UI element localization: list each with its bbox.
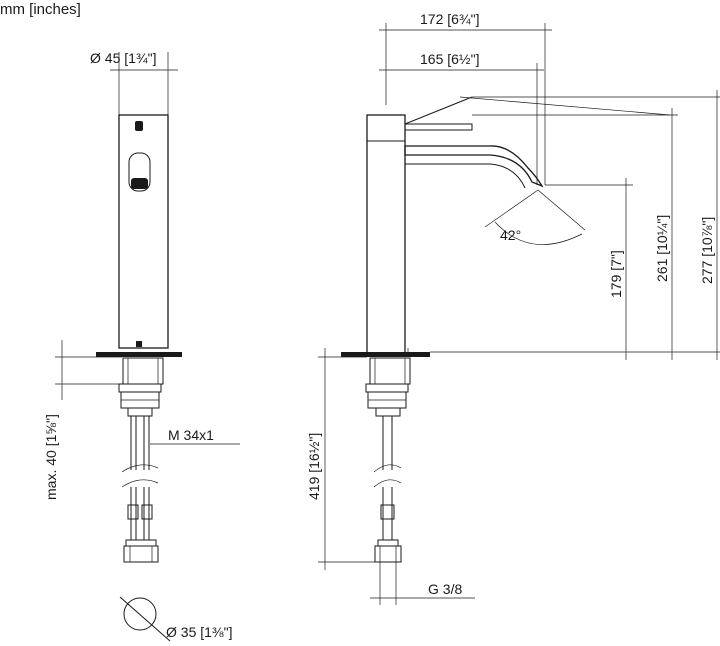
dim-height-outlet: 179 [7"] [430,178,720,360]
dim-spout-angle: 42° [484,189,586,245]
spout-angle-label: 42° [500,227,521,243]
hoses-front [121,416,159,563]
units-label: mm [inches] [0,1,81,18]
reach-total-label: 172 [6¾"] [420,11,479,27]
side-view: 172 [6¾"] 165 [6½"] 42° [306,11,720,605]
dim-thread: M 34x1 [150,427,240,445]
dim-height-spout-top: 261 [10¼"] [472,108,678,360]
front-diameter-label: Ø 45 [1¾"] [90,50,156,66]
hole-diameter-label: Ø 35 [1⅜"] [166,624,232,640]
height-spout-top-label: 261 [10¼"] [654,215,670,282]
base-plate-side [341,352,430,357]
lever-handle [404,96,671,131]
dim-hose-length: 419 [16½"] [306,348,375,570]
dim-front-diameter: Ø 45 [1¾"] [90,50,178,115]
mounting-depth-label: max. 40 [1⅝"] [43,414,59,500]
dim-height-lever: 277 [10⅞"] [472,90,720,360]
front-view: Ø 45 [1¾"] [43,50,240,642]
height-lever-label: 277 [10⅞"] [699,217,715,284]
base-plate-front [96,352,182,357]
mounting-assembly-front [118,357,164,417]
reach-spout-label: 165 [6½"] [420,51,479,67]
dim-reach-spout: 165 [6½"] [379,51,544,185]
mounting-hole: Ø 35 [1⅜"] [119,596,232,642]
spout [404,145,544,188]
height-outlet-label: 179 [7"] [608,250,624,298]
faucet-body-front [118,114,169,349]
dim-connection: G 3/8 [370,562,475,605]
hose-side [373,416,402,563]
connection-label: G 3/8 [428,581,462,597]
lever-mark [135,121,143,131]
dim-mounting-depth: max. 40 [1⅝"] [43,340,122,500]
hose-length-label: 419 [16½"] [306,433,322,500]
thread-label: M 34x1 [168,427,214,443]
aerator-outlet [128,152,151,192]
faucet-body-side [366,114,406,354]
mounting-assembly-side [365,357,411,417]
